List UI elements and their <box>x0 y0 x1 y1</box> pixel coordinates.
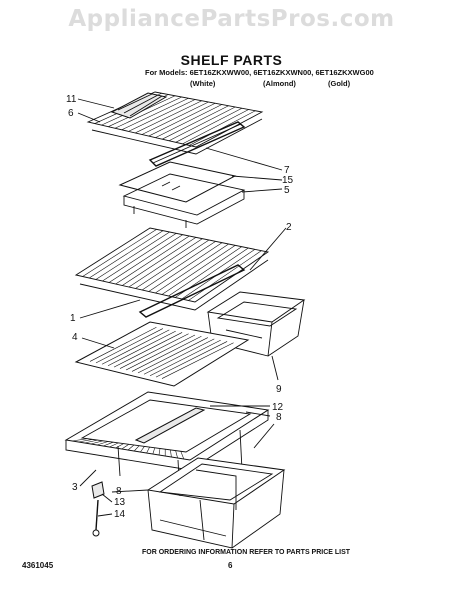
wire-line <box>175 107 243 143</box>
screw-part-14 <box>92 499 100 537</box>
callout-4: 4 <box>72 332 78 343</box>
diagram-title: SHELF PARTS <box>180 52 283 68</box>
wire-line <box>141 241 216 291</box>
wire-line <box>125 334 196 371</box>
wire-line <box>95 328 163 364</box>
wire-line <box>182 109 249 145</box>
wire-line <box>89 327 157 362</box>
wire-line <box>115 235 190 285</box>
glass-insert-part-15 <box>118 161 237 203</box>
page-number: 6 <box>228 561 233 570</box>
wire-line <box>95 231 170 280</box>
wire-line <box>108 234 183 283</box>
callout-11: 11 <box>66 94 77 105</box>
wire-line <box>188 250 262 301</box>
wire-line <box>161 342 234 379</box>
wire-line <box>78 439 93 443</box>
color-white: (White) <box>190 79 216 88</box>
shelf-rail-part-2 <box>138 264 246 318</box>
wire-line <box>115 443 124 449</box>
shelf-bracket-part-11 <box>110 92 168 119</box>
callout-8-lower: 8 <box>116 486 122 497</box>
wire-line <box>122 237 197 286</box>
wire-line <box>175 450 178 459</box>
wire-line <box>152 447 156 455</box>
cover-support-part-13 <box>91 481 105 499</box>
wire-line <box>109 442 119 448</box>
wire-line <box>96 441 109 446</box>
wire-line <box>146 446 150 454</box>
wire-line <box>128 238 203 288</box>
watermark: AppliancePartsPros.com <box>68 6 395 32</box>
wire-line <box>170 449 172 458</box>
model-numbers: For Models: 6ET16ZKXWW00, 6ET16ZKXWN00, … <box>145 68 374 77</box>
leader-lines <box>77 98 287 517</box>
lower-crisper-pans-part-8 <box>146 457 286 549</box>
wire-shelf-part-1 <box>74 227 270 311</box>
callout-9: 9 <box>276 384 282 395</box>
wire-line <box>133 445 140 452</box>
wire-line <box>135 100 202 134</box>
callout-12: 12 <box>272 402 284 413</box>
wire-line <box>135 239 210 289</box>
callout-14: 14 <box>114 509 126 520</box>
wire-line <box>102 233 177 282</box>
wire-line <box>168 246 242 297</box>
wire-line <box>90 440 103 445</box>
wire-line <box>89 230 164 279</box>
color-almond: (Almond) <box>263 79 296 88</box>
wire-line <box>131 336 202 372</box>
wire-line <box>148 102 216 137</box>
wire-line <box>162 105 229 140</box>
callout-8-upper: 8 <box>276 412 282 423</box>
wire-line <box>121 444 129 450</box>
wire-line <box>180 451 185 460</box>
callout-1: 1 <box>70 313 76 324</box>
wire-line <box>155 104 223 138</box>
glass-shelf-trim-part-7 <box>148 121 246 167</box>
callout-6: 6 <box>68 108 74 119</box>
wire-line <box>119 333 189 369</box>
wire-line <box>137 337 208 374</box>
wire-line <box>148 242 223 292</box>
wire-line <box>121 97 189 131</box>
document-number: 4361045 <box>22 561 54 570</box>
crisper-pan-part-9 <box>206 291 306 357</box>
glass-shelf-part-4 <box>74 321 250 387</box>
wire-line <box>114 96 182 129</box>
crisper-divider-part-12 <box>134 407 206 444</box>
wire-line <box>103 441 114 447</box>
wire-line <box>82 229 157 277</box>
callout-7: 7 <box>284 165 290 176</box>
callout-2: 2 <box>286 222 292 233</box>
wire-line <box>84 439 98 444</box>
wire-line <box>101 329 170 365</box>
wire-line <box>149 339 221 376</box>
wire-line <box>155 243 229 294</box>
callout-3: 3 <box>72 482 78 493</box>
wire-line <box>107 330 176 366</box>
color-gold: (Gold) <box>328 79 351 88</box>
wire-line <box>143 338 215 375</box>
callout-5: 5 <box>284 185 290 196</box>
wire-line <box>155 341 228 378</box>
wire-line <box>128 99 196 132</box>
callout-labels: 11 6 7 15 5 2 1 4 9 12 8 3 8 13 14 <box>66 94 294 520</box>
wire-line <box>161 245 236 295</box>
wire-line <box>140 446 145 453</box>
ordering-note: FOR ORDERING INFORMATION REFER TO PARTS … <box>142 549 351 556</box>
callout-15: 15 <box>282 175 294 186</box>
wire-line <box>113 332 183 368</box>
wire-line <box>141 101 209 135</box>
wire-line <box>72 438 88 442</box>
wire-line <box>168 106 236 142</box>
callout-13: 13 <box>114 497 126 508</box>
wire-line <box>158 448 161 456</box>
wire-line <box>127 444 135 451</box>
shelf-frame-part-5 <box>122 173 246 228</box>
